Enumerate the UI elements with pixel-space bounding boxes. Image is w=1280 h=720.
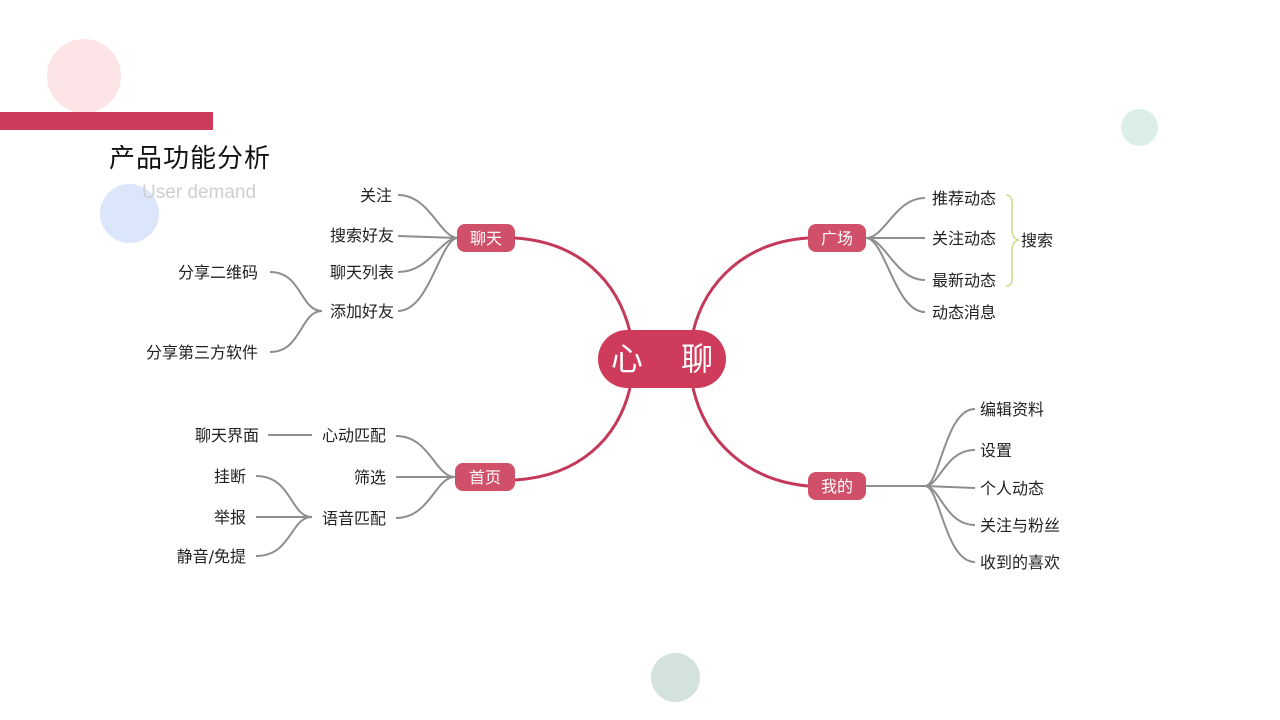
leaf-line-share-third — [269, 310, 323, 353]
leaf-line-share-qr — [269, 271, 323, 312]
square-items: 推荐动态 关注动态 最新动态 动态消息 搜索 — [932, 189, 1053, 322]
leaf-line-feed-message — [865, 237, 926, 313]
leaf-line-recommend — [865, 197, 926, 239]
branch-node-home[interactable]: 首页 — [455, 463, 515, 491]
branch-node-mine[interactable]: 我的 — [808, 472, 866, 500]
branch-label-square: 广场 — [821, 229, 853, 248]
branch-node-chat[interactable]: 聊天 — [457, 224, 515, 252]
chat-item-follow[interactable]: 关注 — [360, 186, 392, 205]
branch-line-home — [514, 387, 632, 482]
mine-item-settings[interactable]: 设置 — [980, 441, 1012, 460]
decorative-circle-mint — [1121, 109, 1158, 146]
branch-line-square — [691, 236, 809, 333]
leaf-line-settings — [924, 449, 976, 487]
mine-item-follow-fans[interactable]: 关注与粉丝 — [980, 516, 1060, 535]
square-search-label: 搜索 — [1021, 231, 1053, 250]
decorative-circle-sage — [651, 653, 700, 702]
mine-item-edit-profile[interactable]: 编辑资料 — [980, 400, 1044, 419]
mine-item-personal-feed[interactable]: 个人动态 — [980, 479, 1044, 498]
leaf-line-mute — [255, 516, 313, 557]
leaf-line-hangup — [255, 475, 313, 518]
leaf-line-follow — [397, 194, 459, 239]
decorative-circle-pink — [47, 39, 121, 113]
accent-bar — [0, 112, 213, 130]
voice-match-hangup[interactable]: 挂断 — [214, 467, 246, 486]
leaf-line-search-friend — [397, 235, 459, 239]
home-item-heart-match[interactable]: 心动匹配 — [322, 426, 386, 445]
chat-item-search-friend[interactable]: 搜索好友 — [330, 226, 394, 245]
mine-item-likes[interactable]: 收到的喜欢 — [980, 553, 1060, 572]
slide-title: 产品功能分析 — [109, 144, 272, 174]
branch-label-home: 首页 — [469, 468, 501, 487]
decorative-circle-blue — [100, 184, 159, 243]
leaf-line-edit-profile — [924, 408, 976, 487]
heart-match-chat-ui[interactable]: 聊天界面 — [195, 426, 259, 445]
slide-subtitle: User demand — [142, 182, 257, 203]
voice-match-report[interactable]: 举报 — [214, 508, 246, 527]
home-items: 心动匹配 筛选 语音匹配 聊天界面 挂断 举报 静音/免提 — [177, 426, 386, 566]
branch-node-square[interactable]: 广场 — [808, 224, 866, 252]
home-item-voice-match[interactable]: 语音匹配 — [322, 509, 386, 528]
leaf-line-heart-match — [395, 435, 456, 478]
branch-line-chat — [514, 236, 632, 333]
home-item-filter[interactable]: 筛选 — [354, 468, 386, 487]
leaf-line-likes — [924, 485, 976, 563]
leaf-line-add-friend — [397, 237, 459, 312]
square-item-latest[interactable]: 最新动态 — [932, 271, 996, 290]
main-branch-lines — [514, 236, 809, 488]
add-friend-share-third-party[interactable]: 分享第三方软件 — [146, 343, 258, 362]
chat-items: 关注 搜索好友 聊天列表 添加好友 分享二维码 分享第三方软件 — [146, 186, 394, 362]
square-item-follow-feed[interactable]: 关注动态 — [932, 229, 996, 248]
leaf-line-voice-match — [395, 476, 456, 519]
center-label: 心 聊 — [611, 340, 727, 378]
mine-items: 编辑资料 设置 个人动态 关注与粉丝 收到的喜欢 — [980, 400, 1060, 572]
square-item-recommend[interactable]: 推荐动态 — [932, 189, 996, 208]
square-item-feed-message[interactable]: 动态消息 — [932, 303, 996, 322]
chat-item-add-friend[interactable]: 添加好友 — [330, 302, 394, 321]
center-node[interactable]: 心 聊 — [598, 330, 727, 388]
voice-match-mute[interactable]: 静音/免提 — [177, 547, 246, 566]
branch-label-mine: 我的 — [821, 477, 853, 496]
leaf-lines — [255, 194, 976, 563]
leaf-line-personal-feed — [924, 485, 976, 489]
search-brace — [1005, 194, 1020, 287]
add-friend-share-qr[interactable]: 分享二维码 — [178, 263, 258, 282]
branch-line-mine — [691, 387, 809, 488]
branch-label-chat: 聊天 — [470, 229, 502, 248]
chat-item-chat-list[interactable]: 聊天列表 — [330, 263, 394, 282]
